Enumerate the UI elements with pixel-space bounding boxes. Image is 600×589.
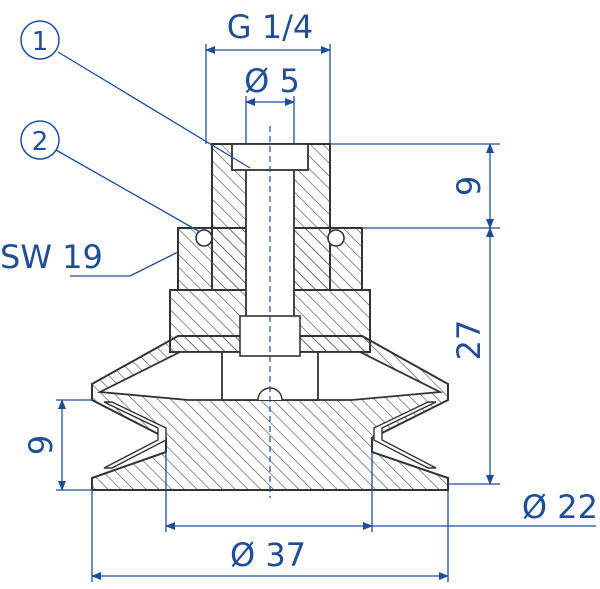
callout-circle-2 bbox=[20, 120, 60, 160]
dimension-diameter-small: Ø 22 bbox=[522, 488, 598, 526]
callout-label-1: 1 bbox=[32, 27, 49, 57]
fitting-body bbox=[91, 126, 449, 498]
dimension-height-top: 9 bbox=[450, 176, 488, 196]
dimension-wrench-size: SW 19 bbox=[0, 238, 103, 276]
dimension-height-bellows: 9 bbox=[22, 435, 60, 455]
dimension-lines bbox=[55, 44, 596, 582]
callout-circle-1 bbox=[20, 20, 60, 60]
dimension-thread: G 1/4 bbox=[227, 8, 313, 46]
dimension-height-total: 27 bbox=[450, 320, 488, 361]
callout-label-2: 2 bbox=[32, 127, 49, 157]
dimension-diameter-large: Ø 37 bbox=[230, 536, 306, 574]
dimension-bore: Ø 5 bbox=[244, 62, 300, 100]
